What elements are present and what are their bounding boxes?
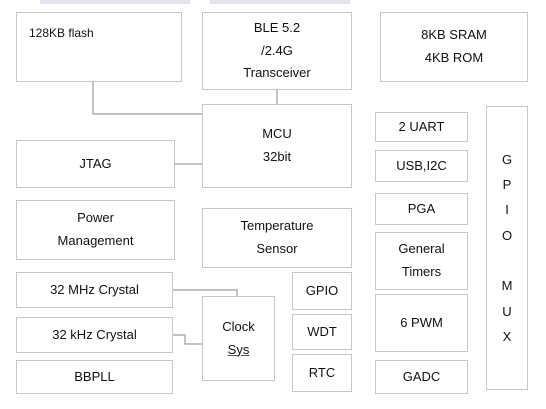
jtag-label: JTAG: [79, 155, 112, 171]
ble-transceiver-block: BLE 5.2 /2.4G Transceiver: [202, 12, 352, 90]
usb-i2c-block: USB,I2C: [375, 150, 468, 182]
memory-block: 8KB SRAM 4KB ROM: [380, 12, 528, 82]
wdt-block: WDT: [292, 314, 352, 350]
pwm-label: 6 PWM: [400, 314, 443, 330]
sys-label: Sys: [227, 341, 250, 357]
flash-label: 128KB flash: [29, 26, 94, 40]
power-management-block: Power Management: [16, 200, 175, 260]
pga-label: PGA: [407, 200, 436, 216]
crystal-32mhz-block: 32 MHz Crystal: [16, 272, 173, 308]
wdt-label: WDT: [307, 323, 337, 339]
power-label: Power Management: [57, 210, 134, 248]
memory-label: 8KB SRAM 4KB ROM: [421, 27, 487, 65]
flash-block: 128KB flash: [16, 12, 182, 82]
crystal-32khz-block: 32 kHz Crystal: [16, 317, 173, 353]
general-timers-block: General Timers: [375, 232, 468, 290]
temperature-sensor-block: Temperature Sensor: [202, 208, 352, 268]
jtag-block: JTAG: [16, 140, 175, 188]
bbpll-label: BBPLL: [74, 368, 115, 384]
gpio-mux-block: G P I O M U X: [486, 106, 528, 390]
mcu-label: MCU 32bit: [262, 126, 292, 164]
xtal32k-label: 32 kHz Crystal: [52, 326, 137, 342]
timers-label: General Timers: [398, 241, 445, 279]
pga-block: PGA: [375, 193, 468, 225]
xtal32m-clock-line: [173, 289, 238, 296]
pwm-block: 6 PWM: [375, 294, 468, 352]
ble-label: BLE 5.2 /2.4G Transceiver: [243, 19, 311, 81]
mcu-block: MCU 32bit: [202, 104, 352, 188]
gpio-label: GPIO: [305, 282, 339, 298]
gpio-block: GPIO: [292, 272, 352, 310]
flash-mcu-line: [92, 82, 202, 115]
uart-label: 2 UART: [398, 118, 445, 134]
rtc-label: RTC: [308, 364, 336, 380]
rtc-block: RTC: [292, 354, 352, 392]
xtal32m-label: 32 MHz Crystal: [50, 281, 139, 297]
top-edge-decoration: [0, 0, 546, 7]
top-bar-segment: [40, 0, 190, 4]
top-bar-segment: [210, 0, 350, 4]
gpio-mux-label: G P I O M U X: [501, 151, 513, 345]
bbpll-block: BBPLL: [16, 360, 173, 394]
uart-block: 2 UART: [375, 112, 468, 142]
gadc-block: GADC: [375, 360, 468, 394]
usb-i2c-label: USB,I2C: [396, 157, 447, 173]
gadc-label: GADC: [402, 368, 441, 384]
clock-label: Clock: [222, 318, 255, 334]
xtal32k-clock-line: [173, 334, 203, 345]
clock-sys-block: Clock Sys: [202, 296, 275, 381]
temp-label: Temperature Sensor: [240, 218, 314, 256]
